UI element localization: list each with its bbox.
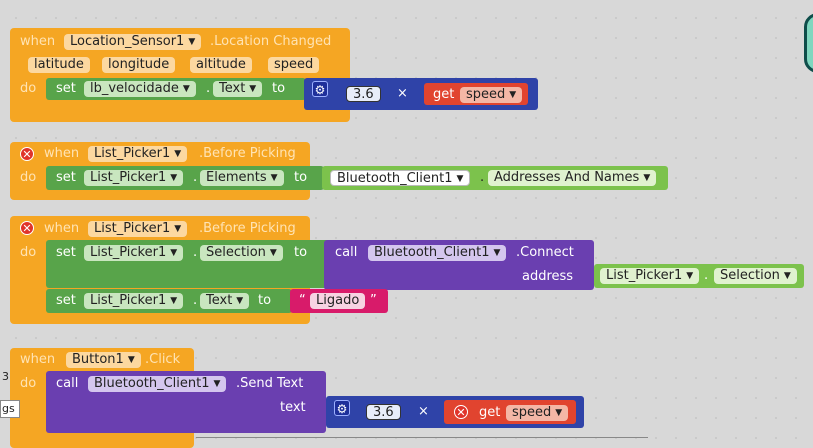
when-label: when xyxy=(44,221,80,236)
dropdown-triangle-icon: ▼ xyxy=(236,296,244,306)
set-label: set xyxy=(56,81,76,96)
set-label: set xyxy=(56,245,76,260)
dropdown-triangle-icon: ▼ xyxy=(170,248,178,258)
quote-open: “ xyxy=(299,293,306,308)
dropdown-triangle-icon: ▼ xyxy=(686,271,694,281)
dropdown-triangle-icon: ▼ xyxy=(269,248,277,258)
divider-line xyxy=(196,437,648,438)
property-dropdown-text[interactable]: Text▼ xyxy=(213,81,263,97)
do-label: do xyxy=(20,81,37,96)
dot-label: . xyxy=(704,268,709,283)
dot-label: . xyxy=(206,81,211,96)
do-label: do xyxy=(20,245,37,260)
property-dropdown-elements[interactable]: Elements▼ xyxy=(200,170,284,186)
arg-label-text: text xyxy=(280,400,306,415)
dropdown-triangle-icon: ▼ xyxy=(509,90,517,100)
dropdown-triangle-icon: ▼ xyxy=(170,296,178,306)
event-label: .Click xyxy=(145,352,181,367)
variable-dropdown-speed[interactable]: speed▼ xyxy=(460,87,523,103)
dropdown-triangle-icon: ▼ xyxy=(555,408,563,418)
do-label: do xyxy=(20,170,37,185)
set-label: set xyxy=(56,170,76,185)
component-dropdown-button[interactable]: Button1▼ xyxy=(66,352,141,368)
dropdown-triangle-icon: ▼ xyxy=(127,355,135,365)
method-label: .Connect xyxy=(516,245,574,260)
to-label: to xyxy=(294,245,308,260)
component-dropdown-list-picker[interactable]: List_Picker1▼ xyxy=(88,146,188,162)
call-label: call xyxy=(56,376,79,391)
gear-icon[interactable]: ⚙ xyxy=(334,400,350,416)
param-altitude[interactable]: altitude xyxy=(190,57,252,73)
method-label: .Send Text xyxy=(236,376,304,391)
number-input[interactable]: 3.6 xyxy=(366,404,401,420)
component-dropdown-list-picker[interactable]: List_Picker1▼ xyxy=(88,221,188,237)
when-label: when xyxy=(20,352,56,367)
do-label: do xyxy=(20,376,37,391)
dropdown-triangle-icon: ▼ xyxy=(643,173,651,183)
event-label: .Location Changed xyxy=(210,34,332,49)
dropdown-triangle-icon: ▼ xyxy=(456,174,464,184)
quote-close: ” xyxy=(370,293,377,308)
get-label: get xyxy=(433,87,455,102)
get-label: get xyxy=(479,405,501,420)
side-box[interactable]: gs xyxy=(0,400,20,418)
component-dropdown-location-sensor[interactable]: Location_Sensor1▼ xyxy=(64,34,202,50)
property-dropdown-text[interactable]: Text▼ xyxy=(200,293,250,309)
dot-label: . xyxy=(480,170,485,185)
error-icon[interactable]: ✕ xyxy=(20,147,34,161)
dropdown-triangle-icon: ▼ xyxy=(188,37,196,47)
when-label: when xyxy=(20,34,56,49)
component-dropdown-list-picker[interactable]: List_Picker1▼ xyxy=(84,293,184,309)
property-dropdown-addresses-and-names[interactable]: Addresses And Names▼ xyxy=(488,170,657,186)
param-longitude[interactable]: longitude xyxy=(102,57,176,73)
dropdown-triangle-icon: ▼ xyxy=(174,224,182,234)
string-input-ligado[interactable]: Ligado xyxy=(310,293,366,309)
call-label: call xyxy=(335,245,358,260)
param-latitude[interactable]: latitude xyxy=(28,57,90,73)
param-speed[interactable]: speed xyxy=(268,57,320,73)
dropdown-triangle-icon: ▼ xyxy=(493,248,501,258)
dot-label: . xyxy=(193,245,198,260)
dot-label: . xyxy=(193,293,198,308)
property-dropdown-selection[interactable]: Selection▼ xyxy=(714,268,797,284)
event-label: .Before Picking xyxy=(199,146,296,161)
error-icon[interactable]: ✕ xyxy=(20,221,34,235)
gear-icon[interactable]: ⚙ xyxy=(312,81,328,97)
dropdown-triangle-icon: ▼ xyxy=(270,173,278,183)
dropdown-triangle-icon: ▼ xyxy=(783,271,791,281)
component-dropdown-lb-velocidade[interactable]: lb_velocidade▼ xyxy=(84,81,196,97)
dropdown-triangle-icon: ▼ xyxy=(249,84,257,94)
arg-label-address: address xyxy=(522,269,574,284)
component-dropdown-bluetooth-client[interactable]: Bluetooth_Client1▼ xyxy=(368,245,507,261)
component-dropdown-bluetooth-client[interactable]: Bluetooth_Client1▼ xyxy=(330,170,471,186)
multiply-operator: × xyxy=(418,404,429,419)
to-label: to xyxy=(258,293,272,308)
number-input[interactable]: 3.6 xyxy=(346,86,381,102)
dropdown-triangle-icon: ▼ xyxy=(182,84,190,94)
variable-dropdown-speed[interactable]: speed▼ xyxy=(506,405,569,421)
backpack-icon[interactable] xyxy=(804,13,813,73)
event-label: .Before Picking xyxy=(199,221,296,236)
component-dropdown-list-picker[interactable]: List_Picker1▼ xyxy=(84,170,184,186)
to-label: to xyxy=(272,81,286,96)
side-count: 3 xyxy=(2,370,9,383)
component-dropdown-list-picker[interactable]: List_Picker1▼ xyxy=(600,268,700,284)
error-icon[interactable]: ✕ xyxy=(454,405,468,419)
property-dropdown-selection[interactable]: Selection▼ xyxy=(200,245,283,261)
dropdown-triangle-icon: ▼ xyxy=(213,379,221,389)
when-label: when xyxy=(44,146,80,161)
set-label: set xyxy=(56,293,76,308)
multiply-operator: × xyxy=(397,86,408,101)
to-label: to xyxy=(294,170,308,185)
component-dropdown-bluetooth-client[interactable]: Bluetooth_Client1▼ xyxy=(88,376,227,392)
dropdown-triangle-icon: ▼ xyxy=(170,173,178,183)
dropdown-triangle-icon: ▼ xyxy=(174,149,182,159)
component-dropdown-list-picker[interactable]: List_Picker1▼ xyxy=(84,245,184,261)
dot-label: . xyxy=(193,170,198,185)
